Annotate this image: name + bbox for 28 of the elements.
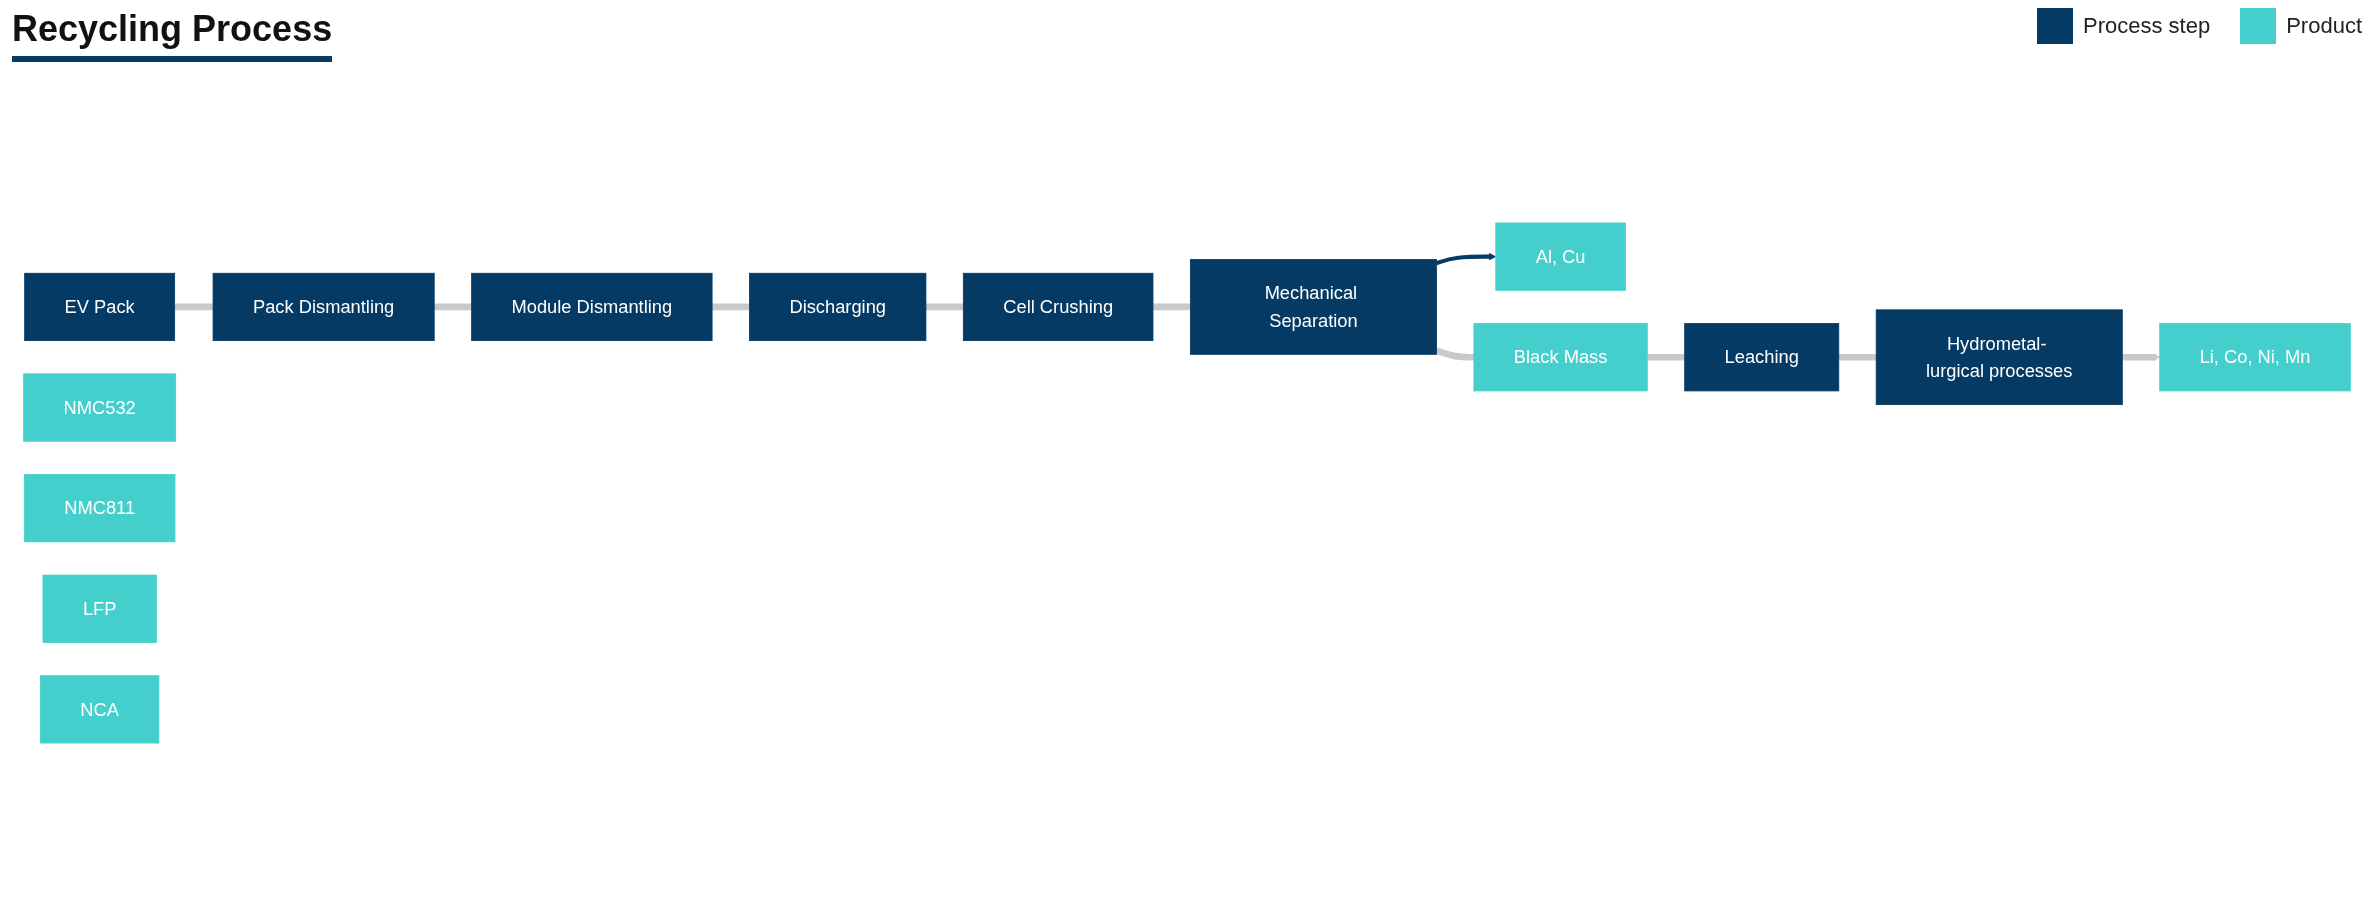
- arrow: [2122, 353, 2161, 361]
- node-box: EV Pack: [24, 272, 176, 342]
- node-box: Discharging: [749, 272, 927, 342]
- node-box: Hydrometal- lurgical processes: [1875, 309, 2123, 406]
- connector: [434, 303, 472, 311]
- node-box: Al, Cu: [1495, 222, 1626, 291]
- node-box: NMC811: [23, 474, 176, 543]
- node-box: LFP: [42, 574, 157, 643]
- arrow: [1435, 252, 1497, 266]
- connector: [711, 303, 750, 311]
- connector: [1152, 303, 1191, 311]
- connector: [174, 303, 214, 311]
- node-box: Mechanical Separation: [1189, 259, 1437, 355]
- node-box: Pack Dismantling: [212, 272, 435, 342]
- node-box: NMC532: [23, 373, 177, 442]
- connector: [925, 303, 964, 311]
- title: Recycling Process: [12, 8, 333, 62]
- node-box: Leaching: [1684, 323, 1840, 392]
- node-box: Black Mass: [1473, 323, 1648, 392]
- node-box: Li, Co, Ni, Mn: [2159, 323, 2351, 392]
- node-box: NCA: [40, 675, 160, 744]
- connector: [1435, 347, 1475, 361]
- legend-label: Process step: [2083, 13, 2211, 39]
- node-box: Cell Crushing: [962, 272, 1154, 342]
- connector: [1838, 353, 1877, 361]
- node-box: Module Dismantling: [471, 272, 713, 342]
- legend-label: Product: [2286, 13, 2362, 39]
- connector: [1647, 353, 1685, 361]
